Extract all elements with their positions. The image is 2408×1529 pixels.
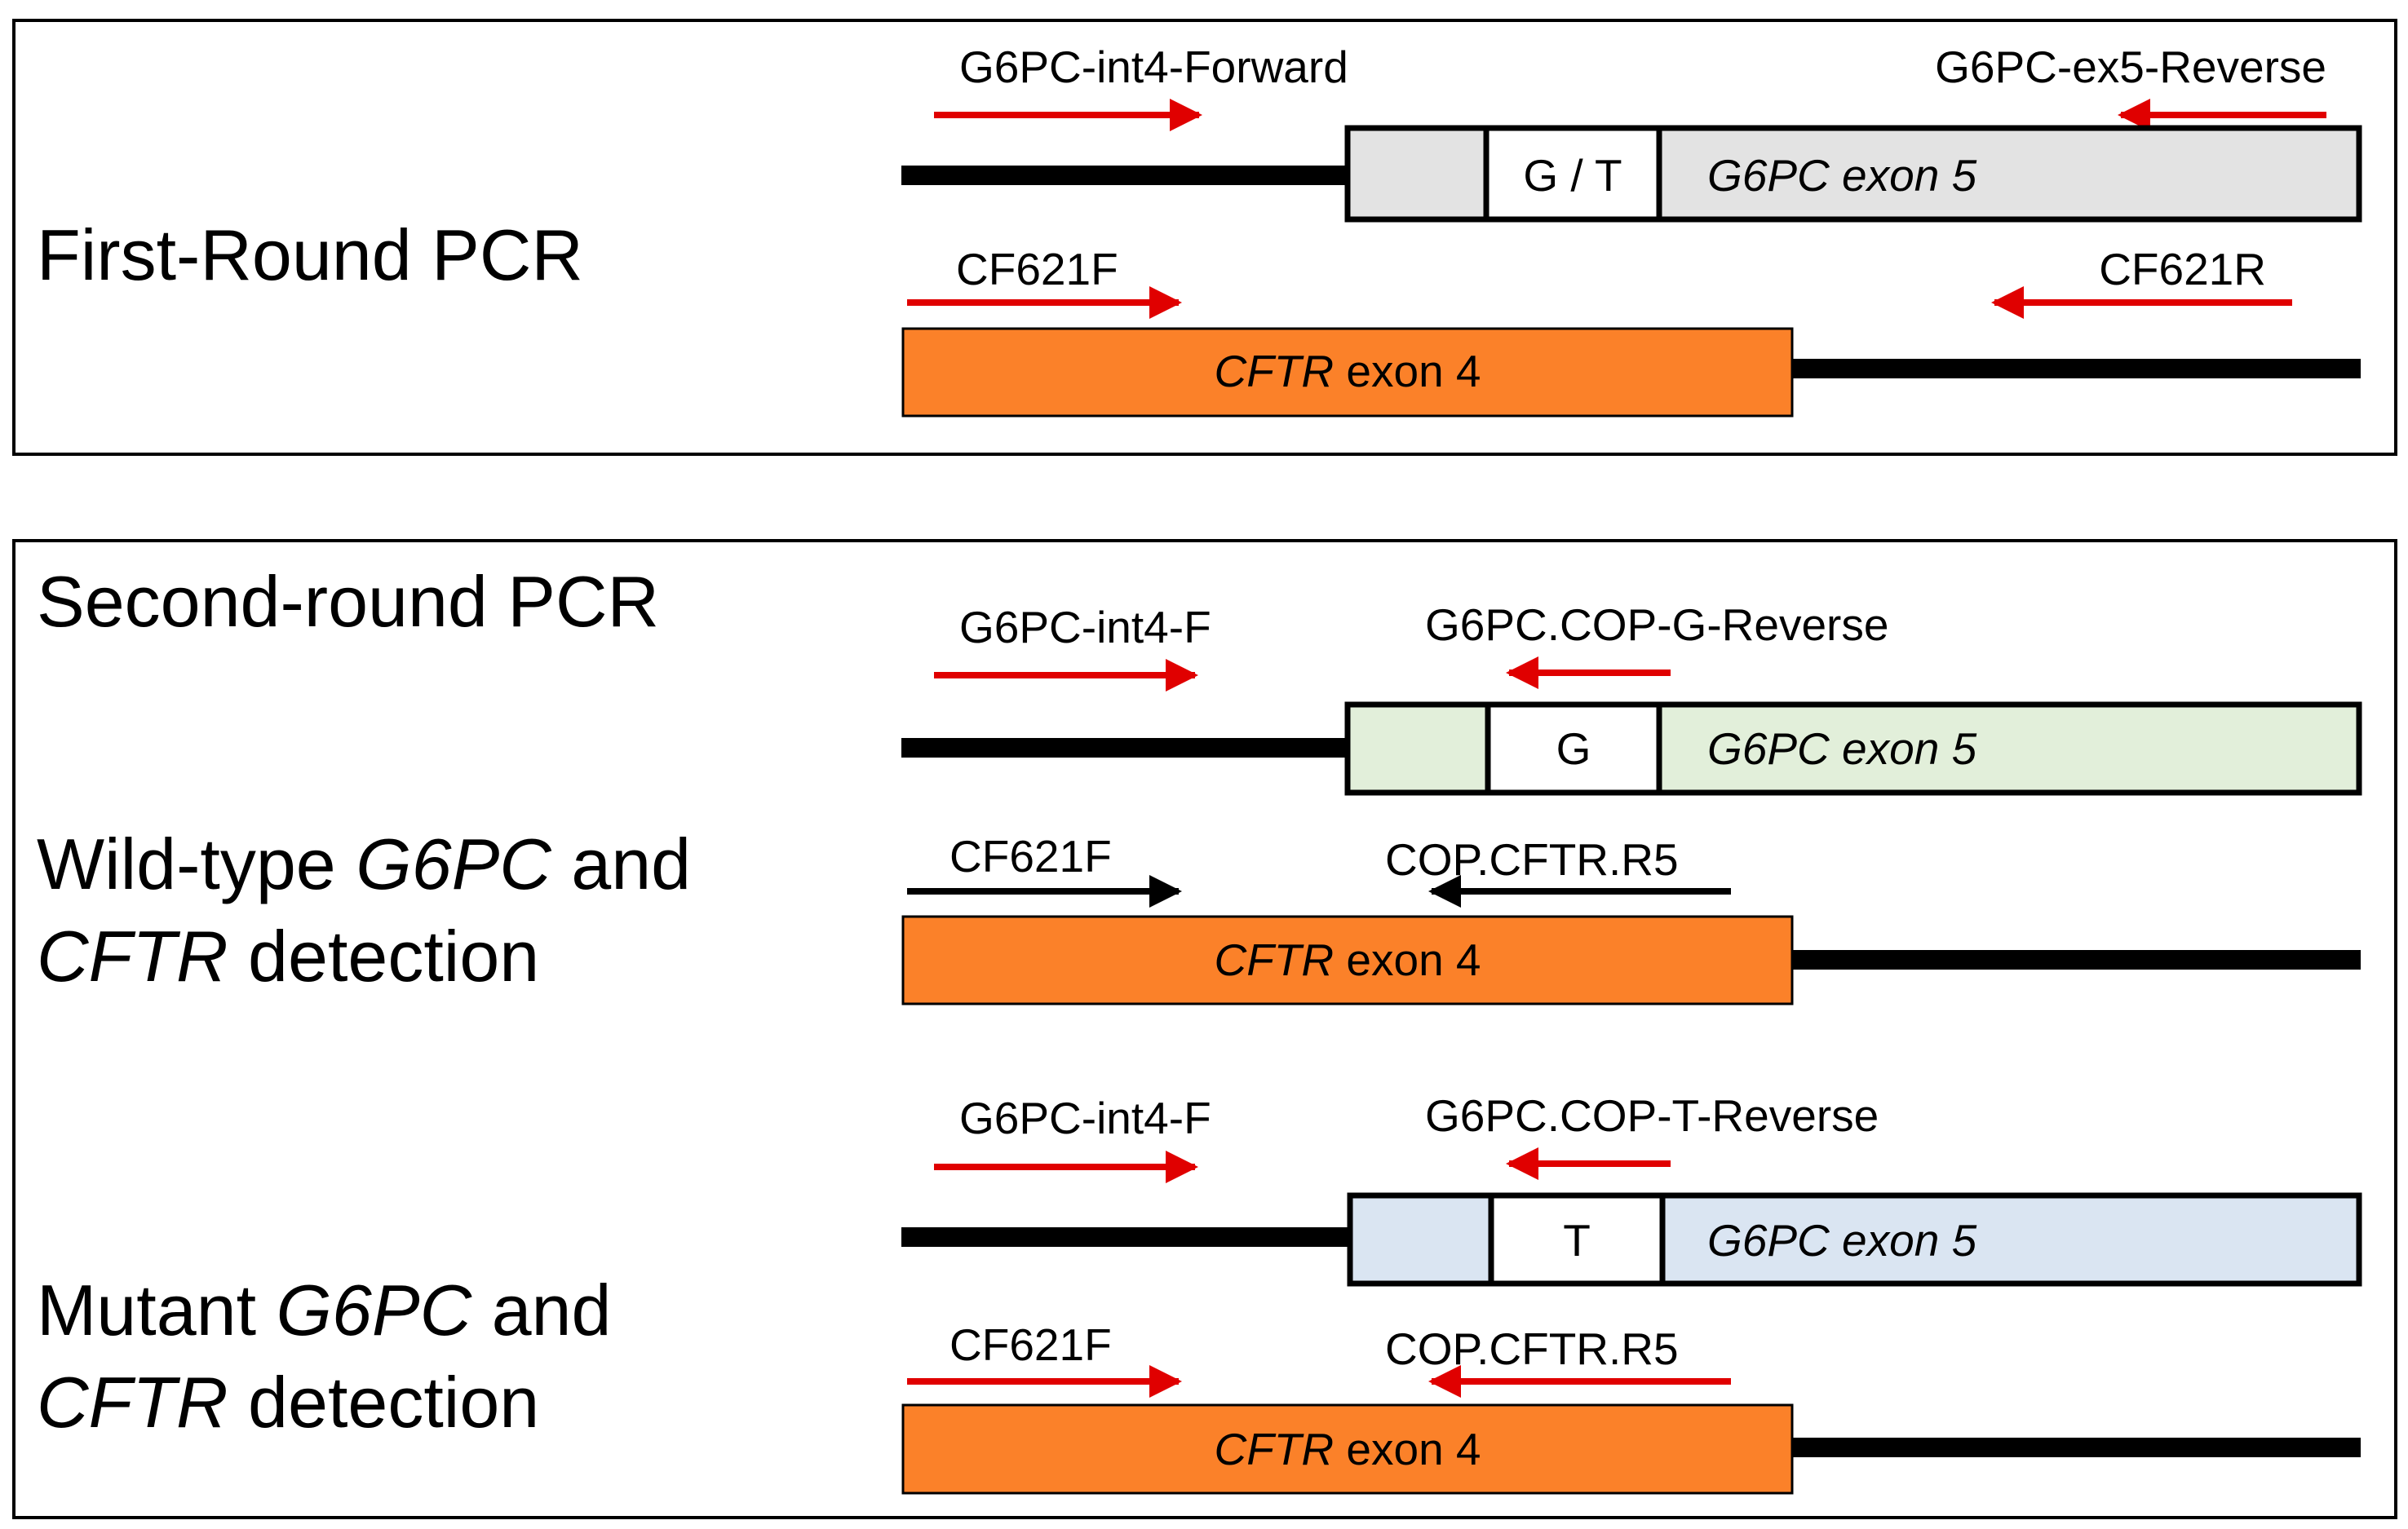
second-round-title: Second-round PCR <box>37 561 659 642</box>
mutant-label-line2: CFTR detection <box>37 1362 539 1443</box>
allele-box <box>1485 701 1662 796</box>
allele-label: G <box>1556 723 1591 774</box>
wildtype-label-line2: CFTR detection <box>37 916 539 997</box>
allele-box <box>1488 1192 1666 1287</box>
cftr-exon-box <box>901 1403 1794 1495</box>
first-round-g6pc-template: G6PC-int4-Forward G6PC-ex5-Reverse G / T… <box>901 42 2362 223</box>
reverse-primer-label: G6PC.COP-G-Reverse <box>1425 599 1888 650</box>
forward-primer-label: G6PC-int4-Forward <box>959 42 1348 92</box>
g6pc-exon-label: G6PC exon 5 <box>1707 1215 1977 1266</box>
forward-primer-label: CF621F <box>956 244 1118 294</box>
mutant-label-line1: Mutant G6PC and <box>37 1270 611 1350</box>
reverse-primer-label: CF621R <box>2099 244 2266 294</box>
reverse-primer-label: G6PC.COP-T-Reverse <box>1425 1090 1879 1141</box>
wildtype-label-line1: Wild-type G6PC and <box>37 824 691 904</box>
cftr-exon-label: CFTR exon 4 <box>1214 935 1481 985</box>
reverse-primer-label: COP.CFTR.R5 <box>1385 834 1679 885</box>
allele-label: G / T <box>1523 150 1622 201</box>
first-round-cftr-template: CF621F CF621R CFTR exon 4 <box>901 244 2361 418</box>
cftr-exon-label: CFTR exon 4 <box>1214 346 1481 396</box>
reverse-primer-label: COP.CFTR.R5 <box>1385 1324 1679 1374</box>
wildtype-g6pc-template: G6PC-int4-F G6PC.COP-G-Reverse G G6PC ex… <box>901 599 2362 796</box>
mutant-cftr-template: CF621F COP.CFTR.R5 CFTR exon 4 <box>901 1319 2361 1495</box>
mutant-g6pc-template: G6PC-int4-F G6PC.COP-T-Reverse T G6PC ex… <box>901 1090 2362 1287</box>
allele-box <box>1483 125 1662 223</box>
forward-primer-label: G6PC-int4-F <box>959 1093 1211 1143</box>
reverse-primer-label: G6PC-ex5-Reverse <box>1935 42 2326 92</box>
cftr-exon-label: CFTR exon 4 <box>1214 1424 1481 1474</box>
cftr-exon-box <box>901 327 1794 418</box>
g6pc-exon-label: G6PC exon 5 <box>1707 150 1977 201</box>
forward-primer-label: CF621F <box>949 831 1112 882</box>
cftr-exon-box <box>901 915 1794 1005</box>
second-round-panel <box>12 539 2397 1519</box>
forward-primer-label: CF621F <box>949 1319 1112 1370</box>
first-round-panel <box>12 19 2397 456</box>
first-round-title: First-Round PCR <box>37 214 583 295</box>
wildtype-cftr-template: CF621F COP.CFTR.R5 CFTR exon 4 <box>901 831 2361 1005</box>
forward-primer-label: G6PC-int4-F <box>959 602 1211 652</box>
allele-label: T <box>1563 1215 1591 1266</box>
g6pc-exon-label: G6PC exon 5 <box>1707 723 1977 774</box>
